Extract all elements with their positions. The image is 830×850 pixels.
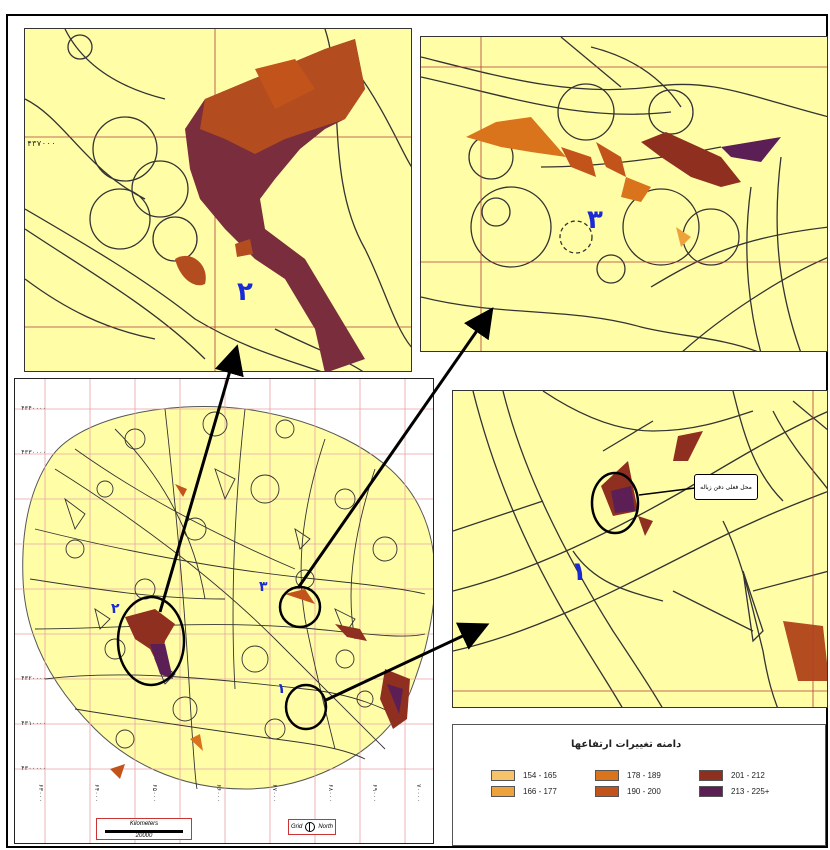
- legend-swatch-5: [699, 769, 723, 781]
- inset-zone-1: ۱: [452, 390, 828, 708]
- overview-zone-3-label: ۳: [259, 579, 268, 595]
- zone-1-label: ۱: [571, 557, 587, 587]
- overview-coord-bottom-5: ۶۷۰۰۰: [271, 784, 278, 803]
- landfill-callout: محل فعلی دفن زباله: [694, 474, 758, 500]
- scale-bar-value: 20000: [135, 833, 153, 839]
- inset2-coord-label: ۴۳۷۰۰۰: [27, 139, 56, 148]
- overview-coord-bottom-1: ۶۳۰۰۰: [37, 784, 44, 803]
- overview-coord-bottom-4: ۶۶۰۰۰: [215, 784, 222, 803]
- overview-coord-left-4: ۴۳۱۰۰۰۰: [21, 720, 47, 727]
- overview-coord-bottom-3: ۶۵۰۰۰: [151, 784, 158, 803]
- overview-coord-left-2: ۴۳۳۰۰۰۰: [21, 449, 47, 456]
- legend-swatch-1: [491, 769, 515, 781]
- overview-coord-left-3: ۴۳۲۰۰۰۰: [21, 675, 47, 682]
- north-arrow: Grid North: [288, 819, 336, 835]
- scale-bar: Kilometers 20000: [96, 818, 192, 840]
- legend-swatch-4: [595, 785, 619, 797]
- legend-label-4: 190 - 200: [627, 786, 661, 796]
- inset-zone-2: ۴۳۷۰۰۰ ۲: [24, 28, 412, 372]
- zone-3-label: ۳: [587, 205, 603, 235]
- overview-coord-left-5: ۴۳۰۰۰۰۰: [21, 765, 47, 772]
- legend-item-2: 166 - 177: [491, 785, 557, 797]
- inset-zone-3: ۳: [420, 36, 828, 352]
- legend-item-4: 190 - 200: [595, 785, 661, 797]
- overview-zone-2-label: ۲: [111, 601, 120, 617]
- legend-item-3: 178 - 189: [595, 769, 661, 781]
- zone-2-label: ۲: [237, 277, 253, 307]
- inset-zone-3-map: [421, 37, 827, 351]
- legend-item-5: 201 - 212: [699, 769, 765, 781]
- legend-label-6: 213 - 225+: [731, 786, 770, 796]
- legend-label-3: 178 - 189: [627, 770, 661, 780]
- overview-coord-left-1: ۴۳۴۰۰۰۰: [21, 405, 47, 412]
- scale-bar-unit: Kilometers: [129, 821, 159, 827]
- legend-swatch-3: [595, 769, 619, 781]
- inset-zone-1-map: [453, 391, 827, 707]
- legend: دامنه تغییرات ارتفاعها 154 - 165 166 - 1…: [452, 724, 826, 846]
- legend-item-1: 154 - 165: [491, 769, 557, 781]
- north-grid-label: Grid: [290, 824, 303, 830]
- north-label: North: [318, 824, 333, 830]
- overview-coord-bottom-6: ۶۸۰۰۰: [327, 784, 334, 803]
- legend-label-5: 201 - 212: [731, 770, 765, 780]
- inset-zone-2-map: [25, 29, 411, 371]
- legend-label-1: 154 - 165: [523, 770, 557, 780]
- overview-map: ۲ ۳ ۱ ۴۳۴۰۰۰۰ ۴۳۳۰۰۰۰ ۴۳۲۰۰۰۰ ۴۳۱۰۰۰۰ ۴۳…: [14, 378, 434, 844]
- overview-coord-bottom-7: ۶۹۰۰۰: [371, 784, 378, 803]
- overview-coord-bottom-2: ۶۴۰۰۰: [93, 784, 100, 803]
- overview-coord-bottom-8: ۷۰۰۰۰: [415, 784, 422, 803]
- overview-zone-1-label: ۱: [277, 681, 286, 697]
- legend-title: دامنه تغییرات ارتفاعها: [571, 739, 682, 750]
- legend-item-6: 213 - 225+: [699, 785, 769, 797]
- scale-bar-line: [105, 830, 183, 833]
- north-arrow-icon: [305, 822, 316, 832]
- legend-swatch-6: [699, 785, 723, 797]
- legend-label-2: 166 - 177: [523, 786, 557, 796]
- overview-map-svg: [15, 379, 433, 843]
- legend-swatch-2: [491, 785, 515, 797]
